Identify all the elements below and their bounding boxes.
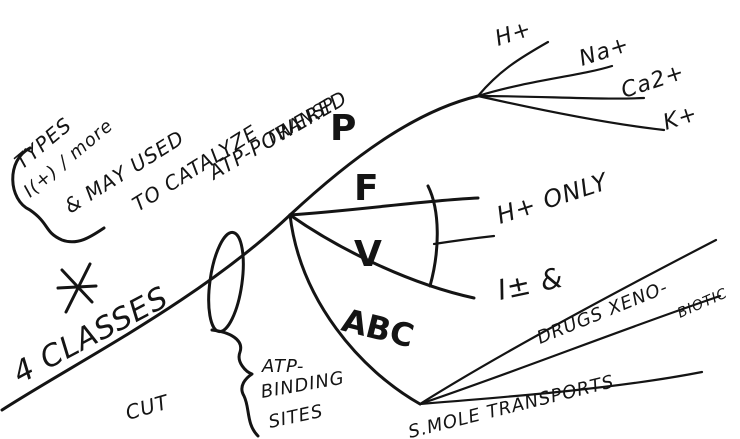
atp-binding-brace [212,330,258,436]
h-only-label: H+ ONLY [493,167,613,230]
branch-label-v: V [354,234,382,275]
binding-label-line-3: SITES [267,401,326,433]
ion-na-line [478,66,612,96]
ion-h-label: H+ [492,17,535,52]
h-only-line [434,236,494,244]
ion-k-label: K+ [660,101,701,136]
cross-mark-stroke-3 [58,286,96,288]
branch-label-f: F [354,168,379,209]
atp-binding-oval [203,230,249,333]
v-line [290,215,474,298]
ion-k-line [478,96,664,130]
cut-label: CUT [123,389,172,424]
ion-ca-label: Ca2+ [618,60,688,104]
biotic-label: BIOTIC [675,285,730,321]
center-label: 4 CLASSES [7,280,174,391]
branch-label-p: P [330,108,356,149]
ion-ca-line [478,96,644,99]
f-line [290,198,478,215]
ion-and-label: I± & [495,261,567,307]
small-mol-label: S.MOLE TRANSPORTS [406,371,616,439]
catalyze-note-line-3: TRANSP [262,93,340,150]
ion-na-label: Na+ [576,32,633,72]
binding-label-line-1: ATP- [261,356,304,377]
